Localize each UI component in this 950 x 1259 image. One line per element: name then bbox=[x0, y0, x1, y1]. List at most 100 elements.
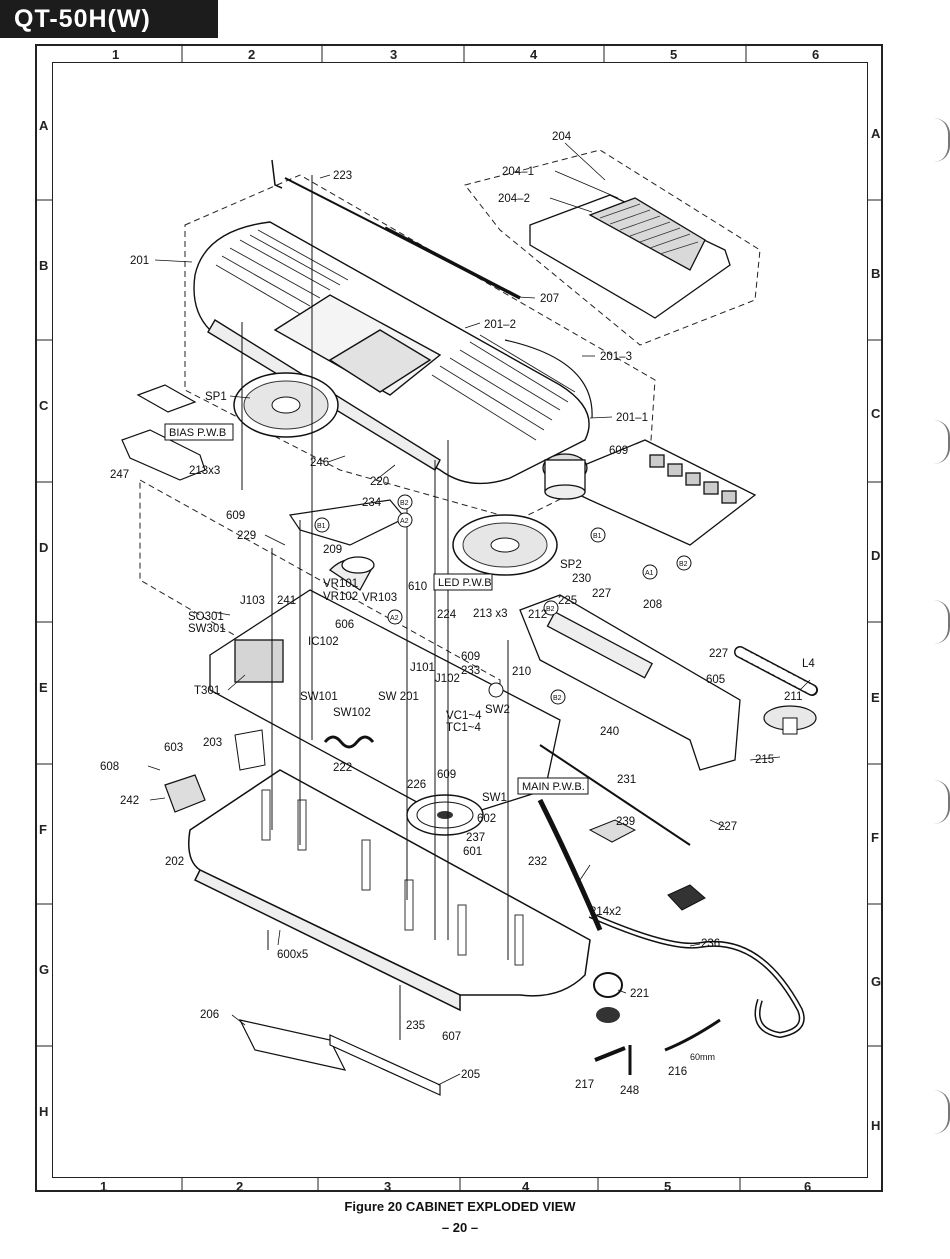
part-control-board bbox=[542, 439, 757, 546]
part-label: 227 bbox=[709, 648, 728, 660]
grid-row-c-right: C bbox=[871, 406, 881, 421]
part-label: 236 bbox=[701, 938, 720, 950]
fastener-lines bbox=[241, 175, 509, 1040]
part-sp1-speaker bbox=[233, 372, 339, 438]
part-231-cable bbox=[539, 744, 691, 846]
part-label: 230 bbox=[572, 573, 591, 585]
page-number: – 20 – bbox=[441, 1220, 479, 1235]
binder-mark bbox=[934, 420, 950, 464]
part-label: 204 bbox=[552, 131, 572, 143]
part-label: J101 bbox=[410, 662, 435, 674]
part-label: 609 bbox=[461, 651, 480, 663]
part-222-spring bbox=[323, 735, 375, 749]
part-label: 602 bbox=[477, 813, 496, 825]
part-label: 240 bbox=[600, 726, 619, 738]
grid-row-h-right: H bbox=[871, 1118, 881, 1133]
part-label: 239 bbox=[616, 816, 635, 828]
part-239-clip bbox=[588, 819, 637, 843]
part-label: VR101 bbox=[323, 578, 358, 590]
part-label: J103 bbox=[240, 595, 265, 607]
part-label: SW301 bbox=[188, 623, 226, 635]
part-label: 220 bbox=[370, 476, 389, 488]
grid-col-3-bottom: 3 bbox=[384, 1179, 392, 1194]
part-label: 204–1 bbox=[502, 166, 534, 178]
part-label: 207 bbox=[540, 293, 559, 305]
marker-b1-top: B2 bbox=[400, 500, 409, 507]
part-label: 231 bbox=[617, 774, 636, 786]
part-label: 226 bbox=[407, 779, 426, 791]
part-label: SW1 bbox=[482, 792, 507, 804]
part-label: 203 bbox=[203, 737, 222, 749]
grid-col-5-top: 5 bbox=[670, 47, 678, 62]
part-label: L4 bbox=[802, 658, 815, 670]
grid-row-f-left: F bbox=[39, 822, 47, 837]
marker-b2-mid: A2 bbox=[390, 615, 399, 622]
part-221-spring bbox=[593, 972, 623, 1023]
part-label: 600x5 bbox=[277, 949, 308, 961]
part-214-block bbox=[667, 884, 706, 911]
part-label: SP1 bbox=[205, 391, 227, 403]
part-label: J102 bbox=[435, 673, 460, 685]
part-number-labels: 204 204–1 204–2 223 201 207 201–2 201–3 … bbox=[100, 131, 815, 1097]
part-202-bottom-cabinet bbox=[188, 769, 591, 1012]
marker-b1-right: A1 bbox=[645, 570, 654, 577]
part-label: 221 bbox=[630, 988, 649, 1000]
part-label: 606 bbox=[335, 619, 354, 631]
grid-row-d-left: D bbox=[39, 540, 49, 555]
part-sp2-speaker bbox=[452, 514, 558, 576]
main-pwb-label: MAIN P.W.B. bbox=[522, 781, 585, 793]
part-label: 216 bbox=[668, 1066, 687, 1078]
part-226-reel bbox=[406, 794, 484, 836]
binder-mark bbox=[934, 780, 950, 824]
part-211-knob bbox=[763, 705, 817, 735]
part-label: 224 bbox=[437, 609, 457, 621]
part-label: 609 bbox=[226, 510, 245, 522]
part-201-3-trim bbox=[504, 339, 593, 419]
grid-row-e-left: E bbox=[39, 680, 48, 695]
part-203 bbox=[234, 729, 266, 771]
grid-ticks bbox=[35, 44, 883, 1192]
grid-row-b-left: B bbox=[39, 258, 49, 273]
part-label: IC102 bbox=[308, 636, 339, 648]
part-right-frame bbox=[519, 594, 741, 771]
grid-col-1-bottom: 1 bbox=[100, 1179, 108, 1194]
part-label: 247 bbox=[110, 469, 129, 481]
part-label: 241 bbox=[277, 595, 296, 607]
grid-row-a-right: A bbox=[871, 126, 881, 141]
grid-row-b-right: B bbox=[871, 266, 881, 281]
marker-b2-right: B2 bbox=[546, 606, 555, 613]
grid-col-2-bottom: 2 bbox=[236, 1179, 244, 1194]
grid-col-5-bottom: 5 bbox=[664, 1179, 672, 1194]
part-label: 607 bbox=[442, 1031, 461, 1043]
part-t301-transformer bbox=[234, 639, 284, 683]
marker-a1-right: B2 bbox=[679, 561, 688, 568]
part-label: SW2 bbox=[485, 704, 510, 716]
pwb-boxed-labels: BIAS P.W.B LED P.W.B MAIN P.W.B. bbox=[164, 423, 589, 795]
part-label: 217 bbox=[575, 1079, 594, 1091]
part-label: 223 bbox=[333, 170, 352, 182]
part-label: VC1~4 bbox=[446, 710, 482, 722]
part-label: 234 bbox=[362, 497, 382, 509]
part-label: 232 bbox=[528, 856, 547, 868]
part-label: T301 bbox=[194, 685, 220, 697]
part-label: 211 bbox=[784, 691, 802, 703]
grid-row-g-left: G bbox=[39, 962, 50, 977]
part-label: 227 bbox=[592, 588, 611, 600]
led-pwb-label: LED P.W.B bbox=[438, 577, 492, 589]
model-number: QT-50H(W) bbox=[14, 5, 151, 33]
part-label: SP2 bbox=[560, 559, 582, 571]
part-223-bracket bbox=[271, 159, 283, 189]
part-label: 235 bbox=[406, 1020, 425, 1032]
grid-row-g-right: G bbox=[871, 974, 882, 989]
part-label: 208 bbox=[643, 599, 662, 611]
connector-markers bbox=[314, 494, 692, 705]
part-216-wire bbox=[664, 1018, 721, 1052]
part-label: 222 bbox=[333, 762, 352, 774]
binder-mark bbox=[934, 1090, 950, 1134]
part-label: 610 bbox=[408, 581, 427, 593]
part-label: SO301 bbox=[188, 611, 224, 623]
marker-a2-left: B1 bbox=[317, 523, 326, 530]
part-main-cable bbox=[537, 798, 603, 931]
part-201-top-cabinet bbox=[193, 221, 590, 485]
